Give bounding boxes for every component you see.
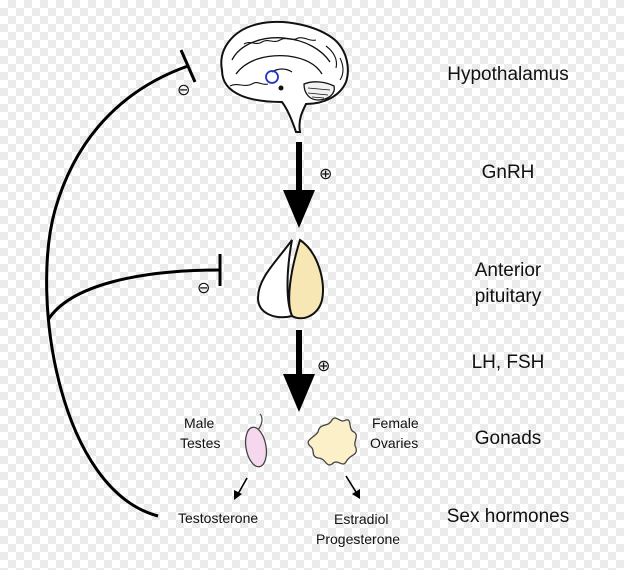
feedback-line-hypothalamus xyxy=(45,49,197,518)
arrow-pituitary-to-gonads xyxy=(283,330,315,412)
label-estradiol: Estradiol xyxy=(334,511,389,527)
label-sex-hormones: Sex hormones xyxy=(446,506,570,527)
pituitary-icon xyxy=(256,238,324,320)
label-testes: Testes xyxy=(180,435,221,451)
label-hypothalamus: Hypothalamus xyxy=(447,64,569,85)
label-male: Male xyxy=(184,415,215,431)
arrow-ovary-to-estradiol xyxy=(345,475,360,499)
label-gonads: Gonads xyxy=(474,428,542,449)
sign-stimulate-lh-fsh: ⊕ xyxy=(317,356,331,375)
ovary-icon xyxy=(307,417,357,466)
label-lh-fsh: LH, FSH xyxy=(471,352,545,373)
testis-icon xyxy=(244,413,268,468)
sign-inhibit-pituitary: ⊖ xyxy=(197,278,211,297)
feedback-line-pituitary xyxy=(46,254,222,321)
brain-icon xyxy=(220,21,349,133)
label-anterior-pituitary-line2: pituitary xyxy=(474,286,542,307)
sign-stimulate-gnrh: ⊕ xyxy=(319,164,333,183)
sign-inhibit-hypothalamus: ⊖ xyxy=(177,80,191,99)
label-anterior-pituitary-line1: Anterior xyxy=(474,260,542,281)
label-testosterone: Testosterone xyxy=(178,510,259,526)
arrow-testis-to-testosterone xyxy=(234,477,248,500)
label-ovaries: Ovaries xyxy=(370,435,419,451)
arrow-hypothalamus-to-pituitary xyxy=(283,142,315,228)
label-progesterone: Progesterone xyxy=(316,531,401,547)
label-gnrh: GnRH xyxy=(481,162,535,183)
label-female: Female xyxy=(372,415,419,431)
